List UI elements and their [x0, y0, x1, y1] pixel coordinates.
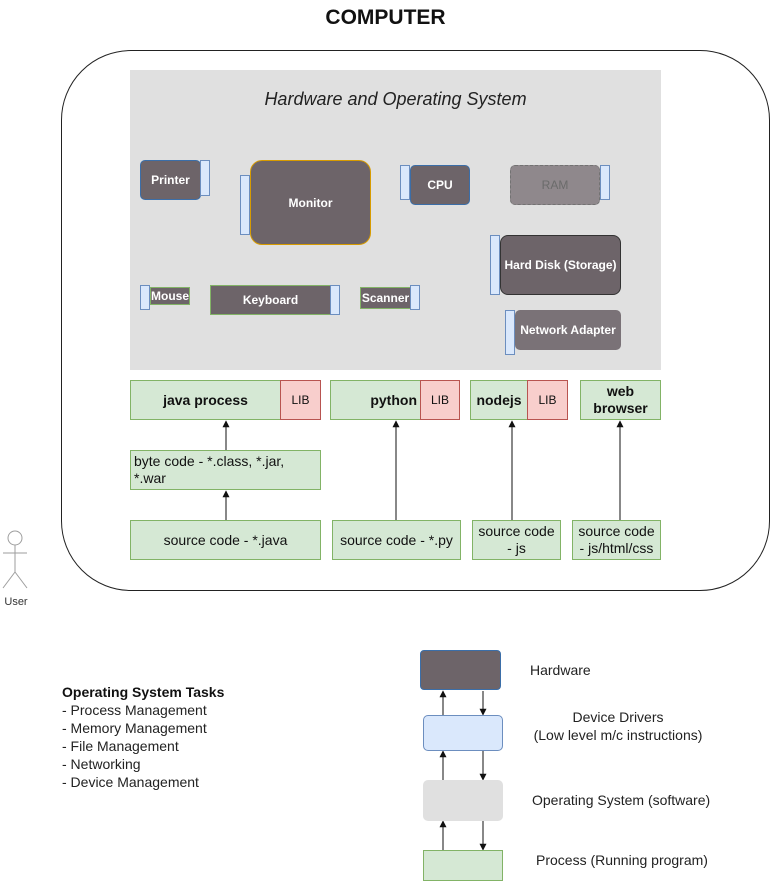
- web-browser-label: web browser: [593, 383, 648, 416]
- node-source-label: source code - js: [478, 523, 555, 556]
- legend-driver-line2: (Low level m/c instructions): [533, 727, 703, 743]
- monitor-port: [240, 175, 250, 235]
- os-tasks-heading: Operating System Tasks: [62, 684, 225, 700]
- ram-port: [600, 165, 610, 200]
- legend-os-box: [423, 780, 503, 821]
- byte-code-box: byte code - *.class, *.jar, *.war: [130, 450, 321, 490]
- python-source-label: source code - *.py: [340, 532, 453, 548]
- mouse-label: Mouse: [151, 289, 190, 303]
- legend-hardware-label: Hardware: [530, 662, 591, 678]
- hard-disk-label: Hard Disk (Storage): [504, 258, 617, 272]
- diagram-title: COMPUTER: [325, 6, 446, 29]
- os-task-item: - Networking: [62, 756, 141, 772]
- network-adapter-device: Network Adapter: [515, 310, 621, 350]
- web-source-label: source code - js/html/css: [578, 523, 655, 556]
- mouse-device: Mouse: [150, 287, 190, 305]
- web-browser-process: web browser: [580, 380, 661, 420]
- printer-label: Printer: [151, 173, 190, 187]
- nodejs-process-label: nodejs: [476, 392, 522, 408]
- network-adapter-label: Network Adapter: [520, 323, 616, 337]
- legend-driver-line1: Device Drivers: [572, 709, 664, 725]
- user-actor-label: User: [4, 596, 28, 608]
- legend-process-label: Process (Running program): [536, 852, 708, 868]
- os-task-item: - File Management: [62, 738, 179, 754]
- keyboard-label: Keyboard: [242, 293, 299, 307]
- java-process: java process: [130, 380, 281, 420]
- legend-driver-label: Device Drivers (Low level m/c instructio…: [520, 708, 716, 744]
- os-task-item: - Device Management: [62, 774, 199, 790]
- java-source-label: source code - *.java: [163, 532, 288, 548]
- scanner-device: Scanner: [360, 287, 411, 309]
- network-adapter-port: [505, 310, 515, 355]
- web-source-box: source code - js/html/css: [572, 520, 661, 560]
- legend-os-label: Operating System (software): [532, 792, 711, 808]
- os-task-item: - Memory Management: [62, 720, 207, 736]
- scanner-label: Scanner: [361, 291, 410, 305]
- node-source-box: source code - js: [472, 520, 561, 560]
- os-tasks-list: Operating System Tasks - Process Managem…: [62, 683, 322, 791]
- printer-port: [200, 160, 210, 196]
- java-process-label: java process: [163, 392, 248, 408]
- hard-disk-port: [490, 235, 500, 295]
- keyboard-port: [330, 285, 340, 315]
- hard-disk-device: Hard Disk (Storage): [500, 235, 621, 295]
- keyboard-device: Keyboard: [210, 285, 331, 315]
- mouse-port: [140, 285, 150, 310]
- java-source-box: source code - *.java: [130, 520, 321, 560]
- monitor-label: Monitor: [288, 195, 333, 210]
- cpu-device: CPU: [410, 165, 470, 205]
- nodejs-lib: LIB: [527, 380, 568, 420]
- legend-hardware-box: [420, 650, 501, 690]
- user-actor-icon: [2, 530, 28, 589]
- ram-device: RAM: [510, 165, 600, 205]
- python-lib-label: LIB: [430, 393, 449, 407]
- hardware-os-title: Hardware and Operating System: [264, 89, 527, 109]
- legend-process-box: [423, 850, 503, 881]
- python-source-box: source code - *.py: [332, 520, 461, 560]
- python-process: python: [330, 380, 421, 420]
- cpu-port: [400, 165, 410, 200]
- byte-code-label: byte code - *.class, *.jar, *.war: [134, 453, 285, 486]
- computer-boundary: [61, 50, 770, 591]
- os-task-item: - Process Management: [62, 702, 207, 718]
- python-process-label: python: [370, 392, 417, 408]
- nodejs-process: nodejs: [470, 380, 528, 420]
- java-lib-label: LIB: [291, 393, 310, 407]
- cpu-label: CPU: [427, 178, 453, 192]
- ram-label: RAM: [541, 178, 569, 192]
- nodejs-lib-label: LIB: [538, 393, 557, 407]
- java-lib: LIB: [280, 380, 321, 420]
- legend-driver-box: [423, 715, 503, 751]
- scanner-port: [410, 285, 420, 310]
- python-lib: LIB: [420, 380, 460, 420]
- monitor-device: Monitor: [250, 160, 371, 245]
